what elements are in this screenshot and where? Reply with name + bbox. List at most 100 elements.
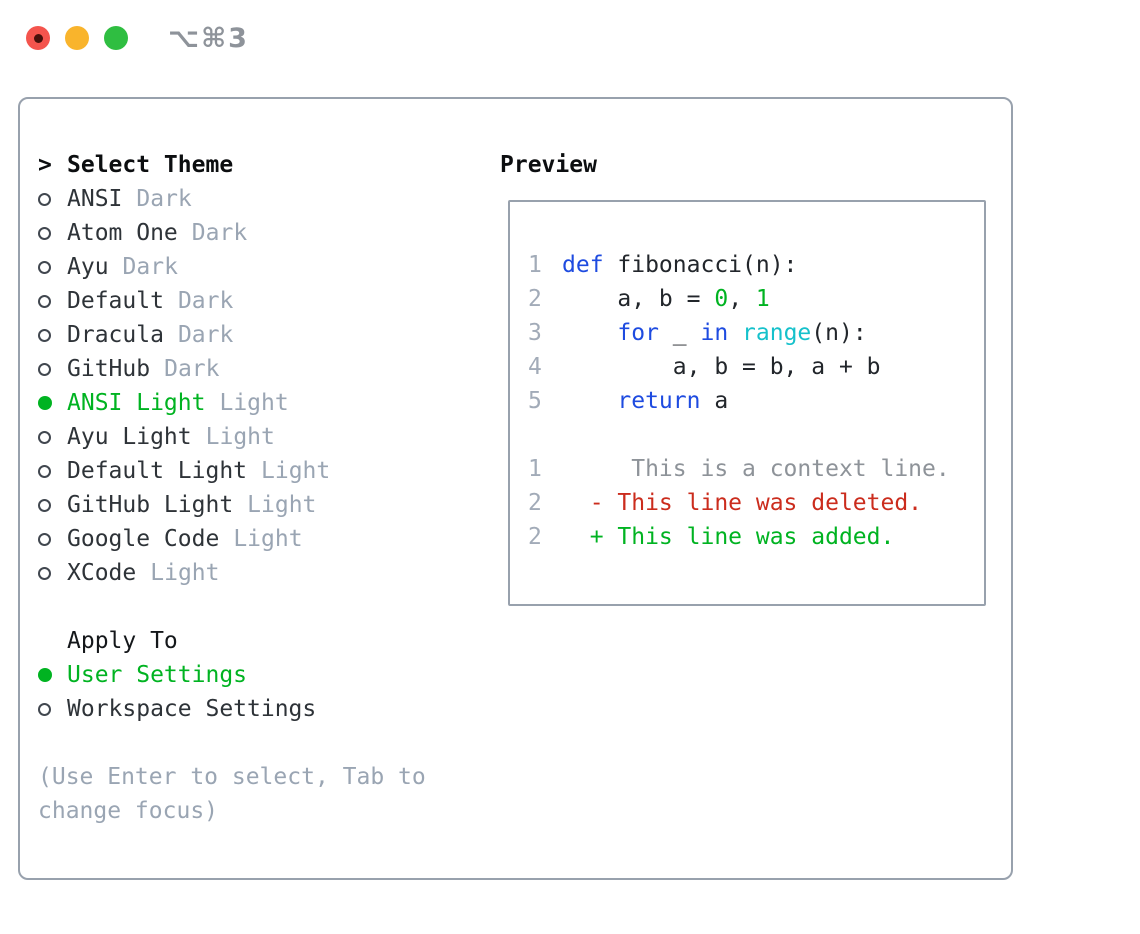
token-keyword: return <box>617 388 701 414</box>
theme-option[interactable]: ANSI Dark <box>38 182 426 216</box>
help-text-line: change focus) <box>38 798 219 824</box>
theme-name: ANSI Light <box>67 390 206 416</box>
apply-to-option[interactable]: User Settings <box>38 658 426 692</box>
theme-variant: Light <box>233 526 303 552</box>
theme-name: XCode <box>67 560 137 586</box>
close-icon <box>33 33 43 43</box>
zoom-button[interactable] <box>104 26 128 50</box>
token-added: + This line was added. <box>562 524 895 550</box>
theme-list-title: Select Theme <box>67 152 234 178</box>
theme-name: Ayu <box>67 254 109 280</box>
window-shortcut-label: ⌥⌘3 <box>168 22 249 54</box>
theme-option[interactable]: Ayu Light Light <box>38 420 426 454</box>
preview-code-line: 4 a, b = b, a + b <box>528 350 984 384</box>
radio-icon <box>38 702 51 716</box>
theme-variant: Dark <box>136 186 192 212</box>
apply-to-title: Apply To <box>67 628 178 654</box>
minimize-button[interactable] <box>65 26 89 50</box>
theme-option[interactable]: Dracula Dark <box>38 318 426 352</box>
theme-name: GitHub <box>67 356 151 382</box>
code-text: a, b = 0, 1 <box>562 286 769 312</box>
preview-pane: 1 def fibonacci(n): 2 a, b = 0, 1 3 for _… <box>508 200 986 606</box>
theme-variant: Dark <box>177 322 234 348</box>
theme-variant: Light <box>247 492 317 518</box>
radio-icon <box>38 498 51 512</box>
theme-list-header: > Select Theme <box>38 148 426 182</box>
apply-to-label: Workspace Settings <box>67 696 317 722</box>
theme-name: Dracula <box>67 322 164 348</box>
theme-variant: Light <box>219 390 289 416</box>
line-number: 1 <box>528 456 542 482</box>
titlebar <box>26 26 128 50</box>
radio-selected-icon <box>38 396 52 410</box>
token-default: (n): <box>811 320 867 346</box>
cursor-icon: > <box>38 152 52 178</box>
line-number: 3 <box>528 320 542 346</box>
close-button[interactable] <box>26 26 50 50</box>
line-number: 1 <box>528 252 542 278</box>
theme-option[interactable]: Default Dark <box>38 284 426 318</box>
theme-name: Ayu Light <box>67 424 192 450</box>
theme-option[interactable]: ANSI Light Light <box>38 386 426 420</box>
radio-icon <box>38 362 51 376</box>
apply-to-option[interactable]: Workspace Settings <box>38 692 426 726</box>
theme-name: Default <box>67 288 164 314</box>
token-keyword: for <box>617 320 659 346</box>
token-keyword: def <box>562 252 604 278</box>
token-builtin: range <box>742 320 812 346</box>
line-number: 2 <box>528 286 542 312</box>
theme-option[interactable]: GitHub Dark <box>38 352 426 386</box>
radio-icon <box>38 294 51 308</box>
line-number: 4 <box>528 354 542 380</box>
token-default: a, b = b, a + b <box>562 354 881 380</box>
radio-icon <box>38 226 51 240</box>
token-default: fibonacci(n): <box>603 252 798 278</box>
code-text: a, b = b, a + b <box>562 354 881 380</box>
theme-name: Atom One <box>67 220 178 246</box>
radio-icon <box>38 328 51 342</box>
token-default: , <box>728 286 756 312</box>
theme-variant: Dark <box>164 356 220 382</box>
token-default: a <box>700 388 729 414</box>
token-default <box>728 320 742 346</box>
preview-code-line: 2 - This line was deleted. <box>528 486 984 520</box>
code-text: return a <box>562 388 728 414</box>
preview-code-line: 5 return a <box>528 384 984 418</box>
theme-name: GitHub Light <box>67 492 234 518</box>
preview-code-line: 2 a, b = 0, 1 <box>528 282 984 316</box>
apply-to-header: Apply To <box>38 624 426 658</box>
theme-variant: Light <box>205 424 275 450</box>
theme-option[interactable]: GitHub Light Light <box>38 488 426 522</box>
token-context: This is a context line. <box>562 456 950 482</box>
radio-icon <box>38 532 51 546</box>
token-deleted: - This line was deleted. <box>562 490 923 516</box>
preview-code-line: 1 def fibonacci(n): <box>528 248 984 282</box>
radio-icon <box>38 566 51 580</box>
spacer <box>38 590 426 624</box>
theme-option[interactable]: Ayu Dark <box>38 250 426 284</box>
radio-icon <box>38 260 51 274</box>
token-default: _ <box>658 320 701 346</box>
token-keyword: in <box>700 320 729 346</box>
theme-variant: Dark <box>122 254 178 280</box>
theme-name: Google Code <box>67 526 220 552</box>
theme-option[interactable]: Google Code Light <box>38 522 426 556</box>
line-number: 5 <box>528 388 542 414</box>
theme-name: ANSI <box>67 186 123 212</box>
theme-variant: Light <box>261 458 331 484</box>
apply-to-label: User Settings <box>67 662 248 688</box>
token-default <box>562 320 617 346</box>
token-default: a, b = <box>562 286 715 312</box>
token-number: 0 <box>714 286 729 312</box>
token-default <box>562 388 617 414</box>
line-number: 2 <box>528 490 542 516</box>
theme-variant: Dark <box>177 288 234 314</box>
